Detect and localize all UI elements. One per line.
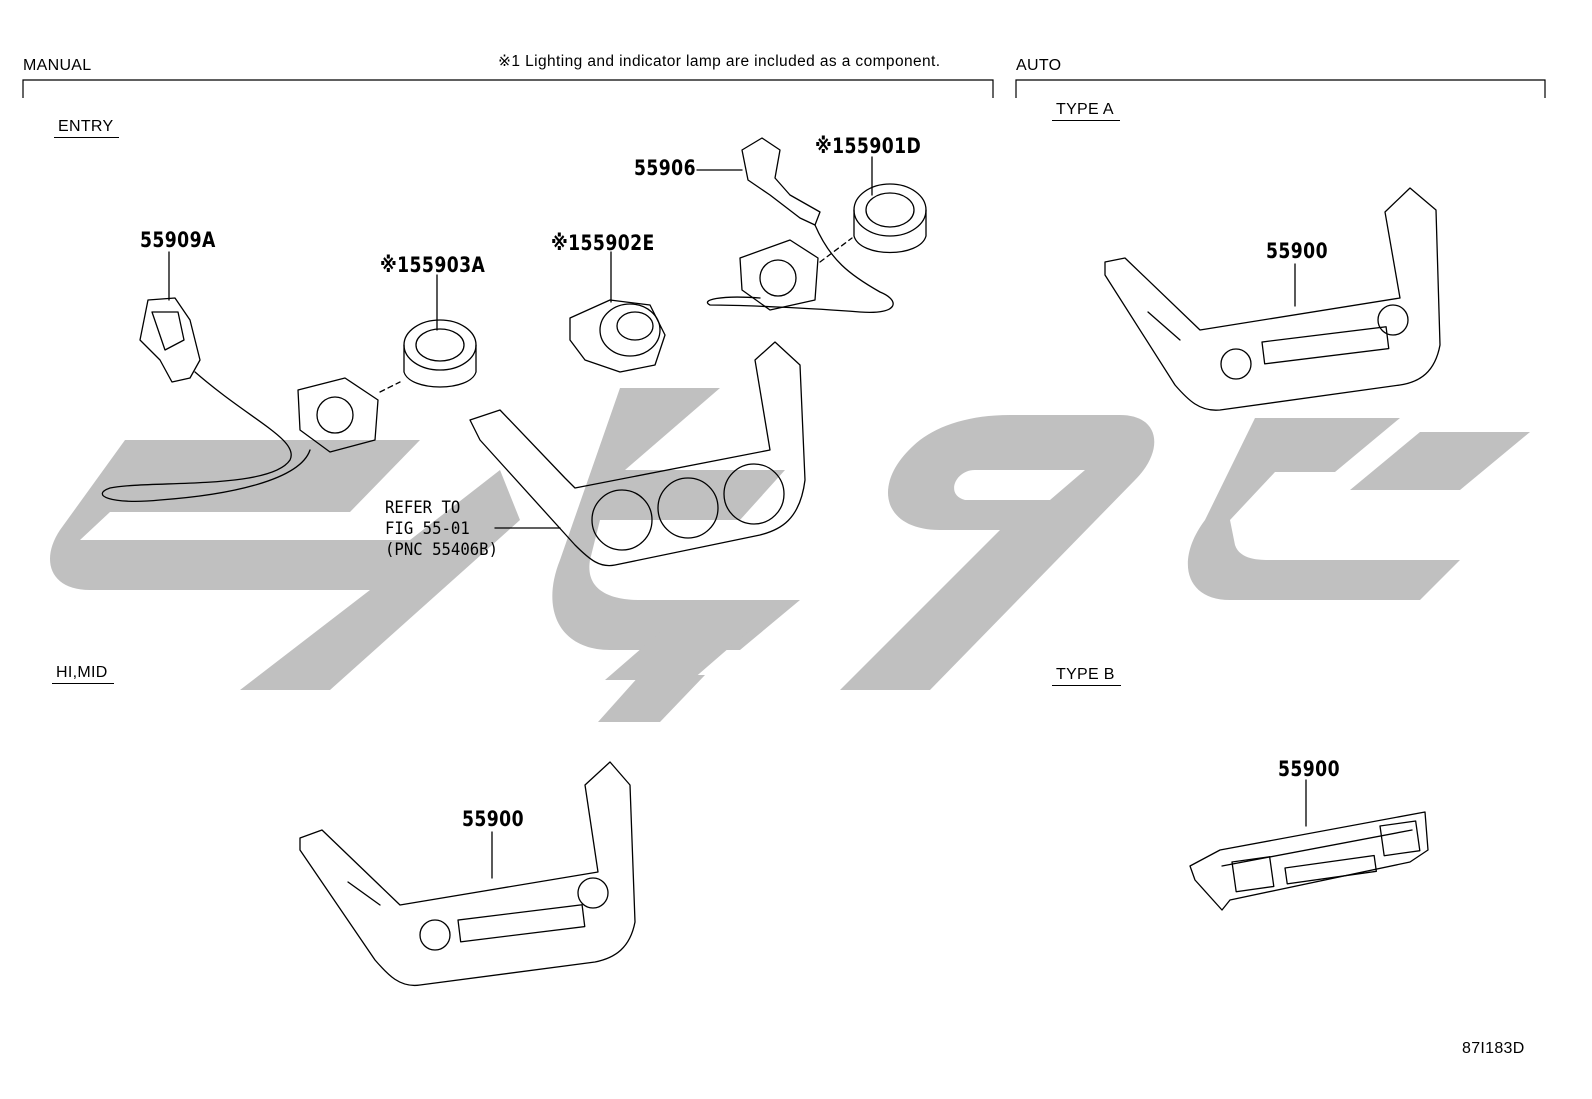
part-label-55906[interactable]: 55906 (634, 156, 696, 180)
subsection-type-a: TYPE A (1052, 101, 1120, 121)
himid-panel-drawing (299, 761, 636, 987)
part-label-55900-type-a[interactable]: 55900 (1266, 239, 1328, 263)
figure-id: 87I183D (1462, 1040, 1525, 1057)
auto-bracket (1015, 79, 1546, 98)
refer-line-3: (PNC 55406B) (385, 540, 499, 560)
part-55909a-drawing (101, 297, 311, 502)
part-label-55900-type-b[interactable]: 55900 (1278, 757, 1340, 781)
part-55906-drawing (707, 137, 894, 314)
part-label-55902e[interactable]: ※155902E (551, 231, 655, 255)
section-auto: AUTO (1016, 57, 1062, 74)
subsection-type-b: TYPE B (1052, 666, 1121, 686)
watermark-logo (50, 388, 1530, 722)
component-note: ※1 Lighting and indicator lamp are inclu… (498, 53, 941, 70)
refer-line-1: REFER TO (385, 498, 461, 518)
subsection-entry: ENTRY (54, 118, 120, 138)
type-b-unit-drawing (1189, 811, 1429, 911)
refer-to-note[interactable]: REFER TO FIG 55-01 (PNC 55406B) (385, 498, 498, 561)
entry-panel-drawing (469, 341, 806, 567)
part-55901d-drawing (819, 183, 927, 263)
part-label-55901d[interactable]: ※155901D (815, 134, 922, 158)
part-label-55903a[interactable]: ※155903A (380, 253, 486, 277)
part-55902e-drawing (569, 299, 666, 373)
part-label-55909a[interactable]: 55909A (140, 228, 216, 252)
part-label-55900-himid[interactable]: 55900 (462, 807, 524, 831)
section-manual: MANUAL (23, 57, 92, 74)
subsection-himid: HI,MID (52, 664, 114, 684)
type-a-panel-drawing (1104, 187, 1441, 411)
part-55903a-drawing (297, 319, 477, 453)
refer-line-2: FIG 55-01 (385, 519, 470, 539)
manual-bracket (22, 79, 994, 98)
